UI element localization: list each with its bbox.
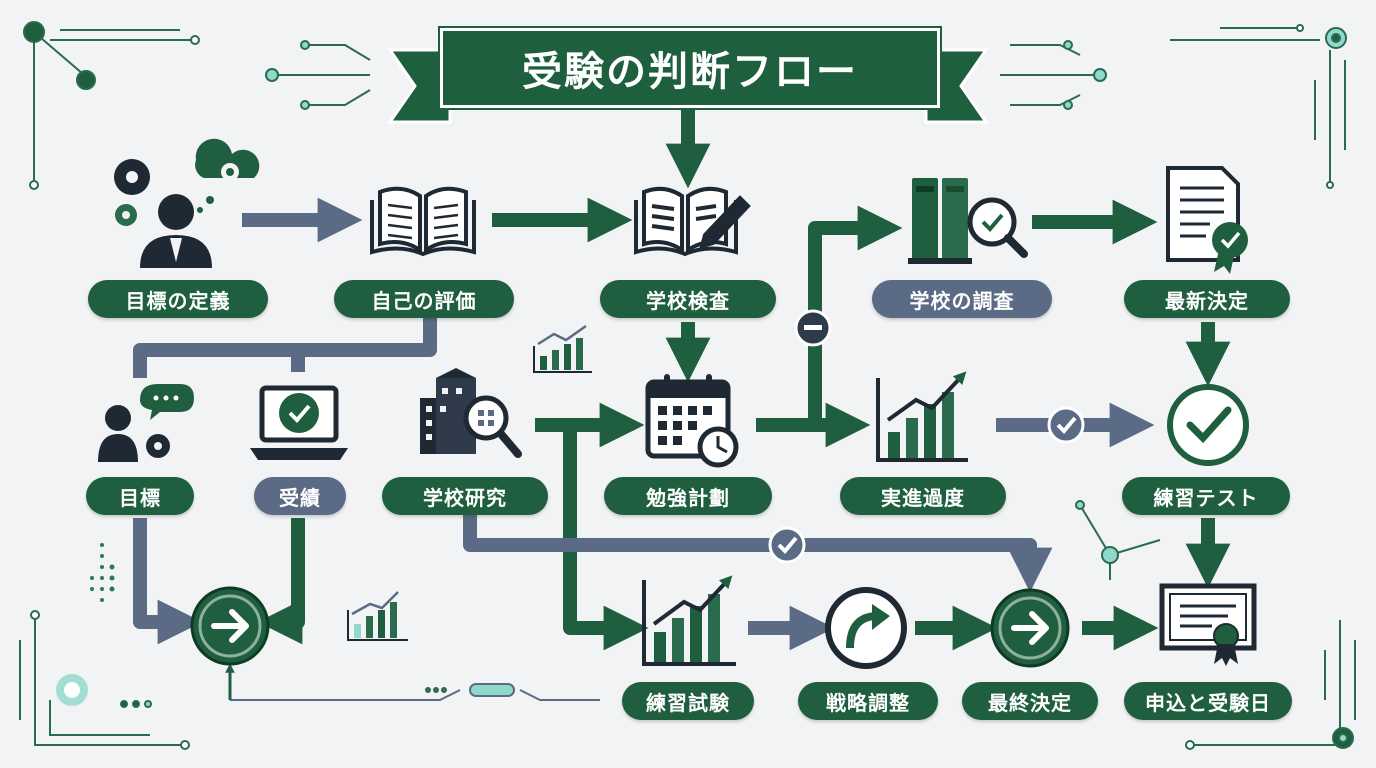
curved-arrow-circle-icon xyxy=(825,587,907,669)
check-badge-icon xyxy=(768,526,806,564)
minus-badge-icon xyxy=(794,309,832,347)
node-practice-test: 練習テスト xyxy=(1122,477,1290,515)
node-grades: 受績 xyxy=(254,477,346,515)
books-with-magnifier-icon xyxy=(908,178,1028,264)
node-school-survey: 学校の調査 xyxy=(872,280,1052,318)
node-practice-exam: 練習試験 xyxy=(622,682,754,720)
node-goal: 目標 xyxy=(86,477,194,515)
flow-arrows xyxy=(133,108,1231,651)
check-badge-icon xyxy=(1047,406,1085,444)
node-application-exam-day: 申込と受験日 xyxy=(1124,682,1292,720)
book-with-pencil-icon xyxy=(634,186,751,257)
person-with-gears-icon xyxy=(114,138,260,268)
node-actual-progress: 実進過度 xyxy=(840,477,1006,515)
certificate-icon xyxy=(1159,583,1257,666)
node-strategy-adjustment: 戦略調整 xyxy=(798,682,938,720)
node-goal-definition: 目標の定義 xyxy=(88,280,268,318)
dot-grid-decoration xyxy=(90,543,115,602)
building-magnifier-icon xyxy=(420,368,522,458)
arrow-circle-icon xyxy=(190,586,270,666)
small-bar-chart-icon xyxy=(347,591,408,641)
person-with-chat-icon xyxy=(98,384,194,462)
arrow-circle-icon xyxy=(990,588,1070,668)
laptop-check-icon xyxy=(250,385,348,460)
node-school-research: 学校研究 xyxy=(382,477,548,515)
calendar-clock-icon xyxy=(645,374,739,468)
small-bar-chart-icon xyxy=(533,324,592,373)
node-school-review: 学校検査 xyxy=(600,280,776,318)
bar-chart-up-icon xyxy=(642,575,736,666)
page-title: 受験の判断フロー xyxy=(440,28,940,108)
node-latest-decision: 最新決定 xyxy=(1124,280,1290,318)
bar-chart-up-icon xyxy=(876,371,968,462)
node-self-evaluation: 自己の評価 xyxy=(334,280,514,318)
document-with-badge-icon xyxy=(1166,166,1248,274)
open-book-icon xyxy=(370,186,476,257)
node-study-plan: 勉強計劃 xyxy=(604,477,772,515)
circuit-decoration xyxy=(19,21,1356,750)
check-circle-icon xyxy=(1167,384,1249,466)
node-final-decision: 最終決定 xyxy=(962,682,1098,720)
